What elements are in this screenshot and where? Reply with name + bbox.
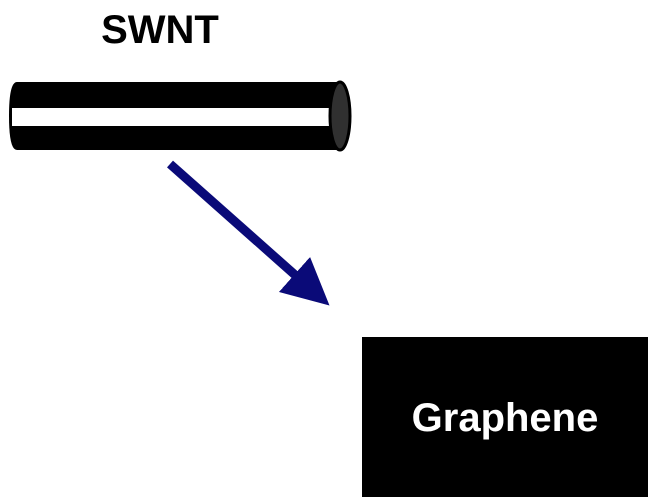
swnt-tube [9, 80, 352, 152]
conversion-arrow [167, 160, 330, 306]
graphene-box [362, 337, 648, 497]
graphene-label: Graphene [411, 396, 599, 440]
swnt-tube-stripe [12, 108, 335, 126]
swnt-label: SWNT [101, 8, 219, 52]
swnt-tube-end-cap [328, 80, 352, 152]
